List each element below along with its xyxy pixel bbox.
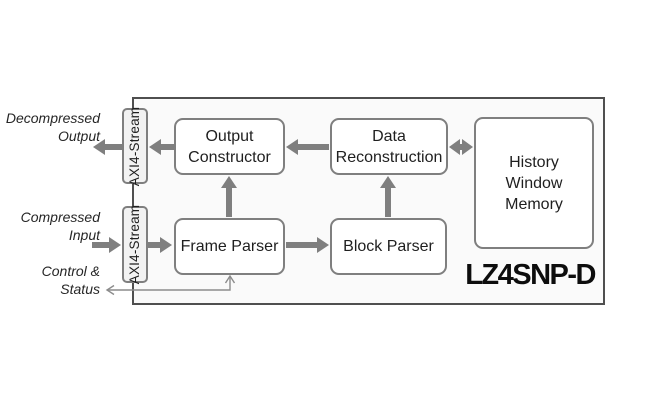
control-status-label: Control & Status [41, 263, 100, 297]
compressed-input-label: Compressed Input [20, 209, 100, 243]
block-block-parser: Block Parser [330, 218, 447, 275]
axi-stream-output-port: AXI4-Stream [122, 106, 148, 186]
core-name-label: LZ4SNP-D [465, 259, 596, 291]
block-output-constructor: Output Constructor [174, 118, 285, 175]
decompressed-output-label: Decompressed Output [5, 110, 100, 144]
block-history-window-memory: History Window Memory [474, 117, 594, 249]
block-data-reconstruction: Data Reconstruction [330, 118, 448, 175]
axi-stream-input-port: AXI4-Stream [122, 204, 148, 285]
axi-stream-output-port-label: AXI4-Stream [127, 106, 143, 186]
block-frame-parser: Frame Parser [174, 218, 285, 275]
axi-stream-input-port-label: AXI4-Stream [127, 204, 143, 285]
control-status-arrowhead-left [105, 284, 115, 296]
